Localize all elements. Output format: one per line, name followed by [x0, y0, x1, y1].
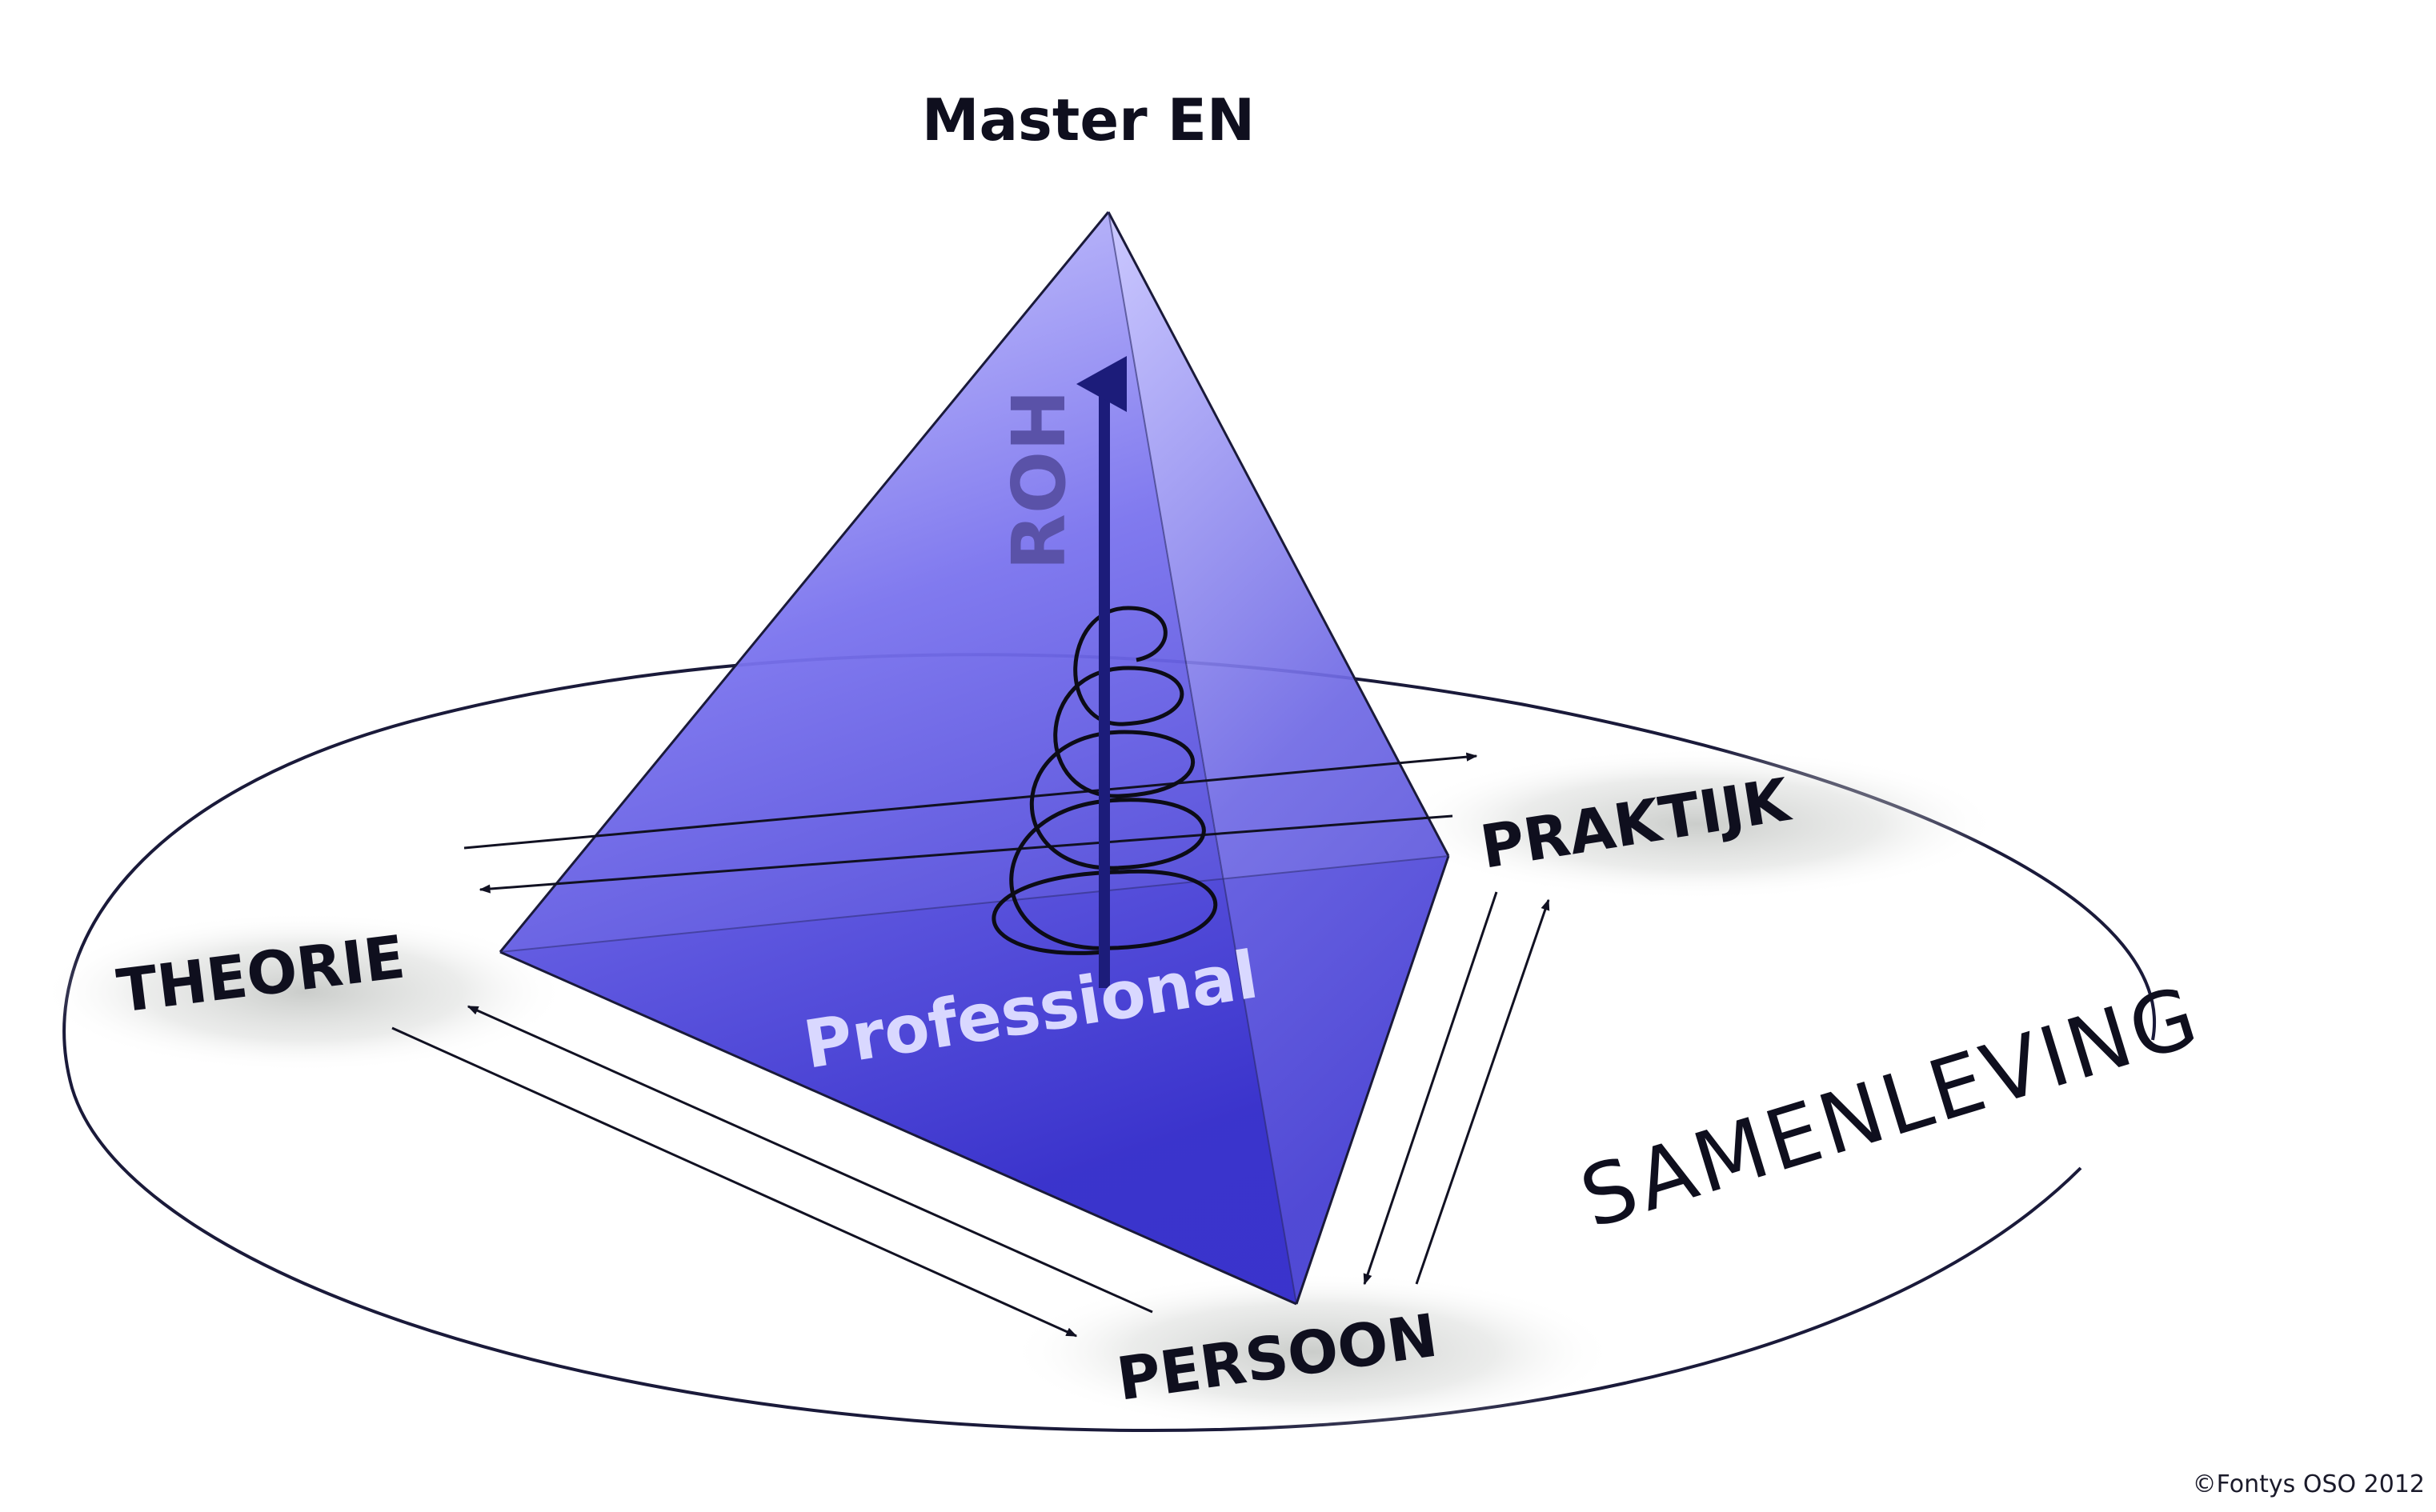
theorie-praktijk-arrows — [463, 752, 1478, 894]
arrow-to-theorie-2 — [467, 1005, 1153, 1314]
copyright: ©Fontys OSO 2012 — [2193, 1470, 2425, 1498]
arrow-to-persoon — [391, 1026, 1078, 1338]
pyramid — [499, 211, 1450, 1306]
growth-spiral — [992, 606, 1218, 955]
persoon-shadow — [1008, 1272, 1617, 1432]
pyramid-left-face — [500, 212, 1296, 1304]
arrow-to-theorie — [479, 814, 1453, 894]
theorie-persoon-arrows — [391, 1005, 1153, 1338]
context-samenleving: SAMENLEVING — [1570, 966, 2211, 1247]
pyramid-right-face — [1108, 212, 1448, 1304]
arrow-to-praktijk — [463, 752, 1478, 850]
arrow-persoon-to-praktijk — [1415, 898, 1550, 1285]
praktijk-shadow — [1392, 748, 2001, 900]
roh-label: ROH — [996, 390, 1082, 570]
arrow-praktijk-to-persoon — [1363, 891, 1498, 1286]
diagram-title: Master EN — [922, 86, 1255, 154]
theorie-shadow — [40, 912, 568, 1072]
praktijk-persoon-arrows — [1363, 891, 1550, 1286]
